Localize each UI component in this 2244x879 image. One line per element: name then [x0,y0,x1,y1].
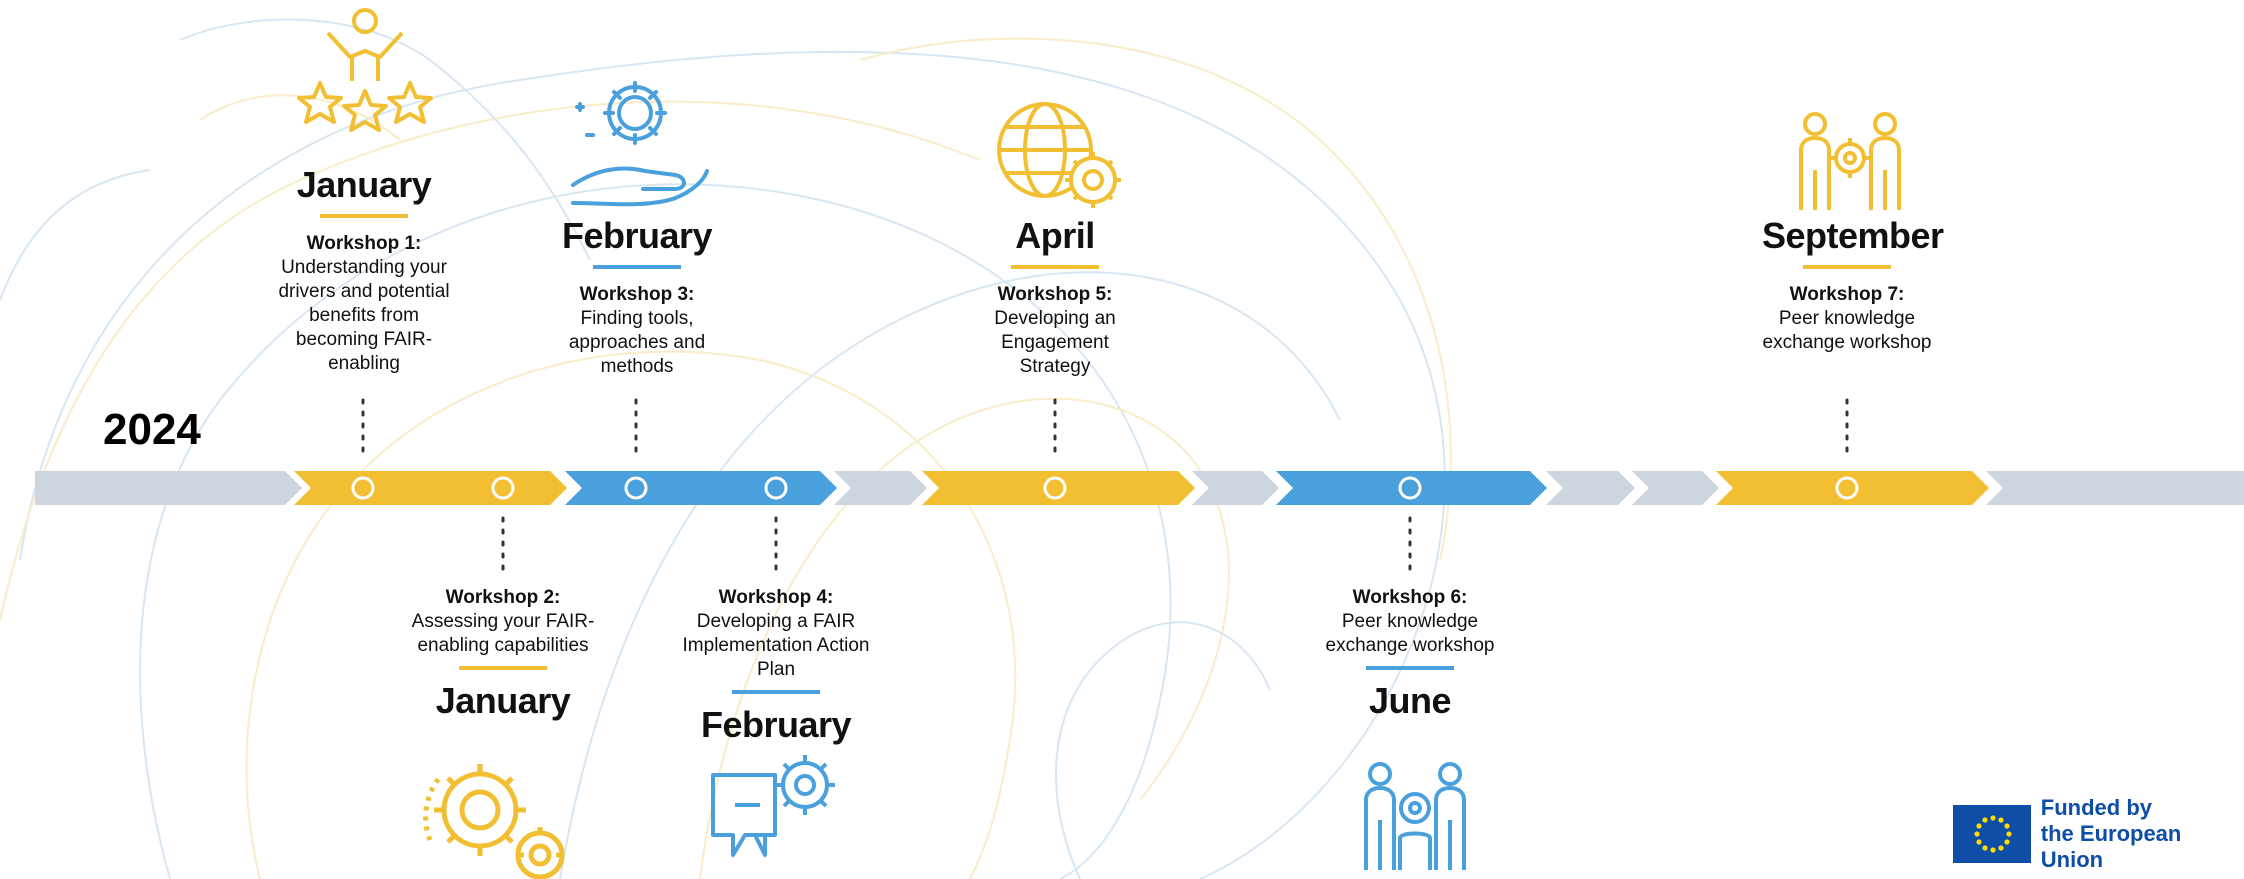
month-underline [1803,265,1891,269]
node-workshop-5 [1043,476,1067,500]
node-workshop-3 [624,476,648,500]
node-workshop-4 [764,476,788,500]
workshop-title: Workshop 3: [579,284,695,305]
month-label: February [561,215,713,256]
month-underline [1366,666,1454,670]
month-underline [593,265,681,269]
funded-by-text: Funded by [2040,795,2152,820]
people-gear-icon [1799,112,1901,210]
month-label: January [296,164,432,205]
workshop-description: Developing an Engagement Strategy [994,308,1116,377]
stars-person-icon [297,8,433,132]
workshop-title: Workshop 5: [997,284,1113,305]
month-label: April [1015,215,1095,256]
workshop-4-label: Workshop 4: Developing a FAIR Implementa… [676,586,876,748]
month-label: June [1368,680,1452,721]
node-workshop-1 [351,476,375,500]
node-workshop-7 [1835,476,1859,500]
european-union-text: the European Union [2040,821,2182,872]
segment-gray [1986,471,2244,505]
workshop-title: Workshop 1: [306,233,422,254]
hand-gear-icon [571,81,709,207]
segment-gray [35,471,302,505]
gears-icon [423,764,565,879]
eu-flag-icon [1953,805,2031,863]
workshop-title: Workshop 2: [445,587,561,608]
segment-gray [1192,471,1279,505]
workshop-title: Workshop 7: [1789,284,1905,305]
month-underline [320,214,408,218]
node-workshop-6 [1398,476,1422,500]
workshop-description: Developing a FAIR Implementation Action … [682,611,870,680]
workshop-description: Understanding your drivers and potential… [278,257,450,374]
people-gear-icon [1364,762,1466,870]
month-label: January [435,680,571,721]
month-label: February [700,704,852,745]
workshop-6-label: Workshop 6: Peer knowledge exchange work… [1325,586,1495,724]
workshop-title: Workshop 6: [1352,587,1468,608]
workshop-description: Peer knowledge exchange workshop [1325,611,1495,656]
segment-gray [1546,471,1635,505]
workshop-1-label: January Workshop 1: Understanding your d… [269,162,459,376]
chat-gear-icon [711,755,835,857]
segment-gray [1632,471,1719,505]
year-label: 2024 [103,405,201,454]
eu-funding-badge: Funded by the European Union [1953,795,2244,873]
segment-february [565,471,837,505]
workshop-2-label: Workshop 2: Assessing your FAIR-enabling… [408,586,598,724]
workshop-5-label: April Workshop 5: Developing an Engageme… [970,213,1140,379]
month-label: September [1762,215,1944,256]
globe-gear-icon [997,102,1121,208]
month-underline [459,666,547,670]
segment-april [922,471,1195,505]
workshop-3-label: February Workshop 3: Finding tools, appr… [542,213,732,379]
segment-january [294,471,567,505]
node-workshop-2 [491,476,515,500]
timeline-segments [35,471,2244,505]
workshop-description: Assessing your FAIR-enabling capabilitie… [411,611,595,656]
segment-gray [834,471,927,505]
month-underline [732,690,820,694]
segment-june [1276,471,1547,505]
workshop-description: Finding tools, approaches and methods [568,308,706,377]
workshop-description: Peer knowledge exchange workshop [1762,308,1932,353]
workshop-7-label: September Workshop 7: Peer knowledge exc… [1762,213,1944,355]
month-underline [1011,265,1099,269]
segment-september [1716,471,1989,505]
workshop-title: Workshop 4: [718,587,834,608]
